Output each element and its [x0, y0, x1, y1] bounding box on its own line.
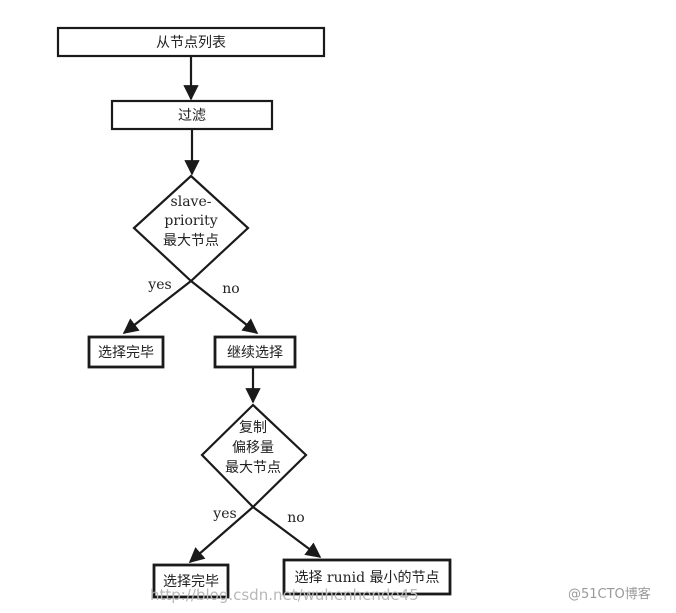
edge-offset-no	[252, 506, 322, 558]
decision-offset-line-1: 复制	[239, 419, 267, 436]
edge-priority-no	[190, 280, 259, 334]
node-select-min-runid-label: 选择 runid 最小的节点	[294, 570, 439, 586]
decision-offset: 复制 偏移量 最大节点	[200, 403, 308, 509]
decision-offset-line-3: 最大节点	[225, 460, 281, 476]
edge-offset-yes	[188, 506, 254, 564]
decision-priority-line-3: 最大节点	[163, 233, 219, 249]
node-continue-select-label: 继续选择	[227, 344, 283, 361]
decision-priority: slave- priority 最大节点	[132, 174, 250, 283]
node-filter: 过滤	[110, 99, 274, 131]
node-select-done-2: 选择完毕	[152, 563, 230, 599]
decision-offset-line-2: 偏移量	[232, 440, 274, 456]
node-start: 从节点列表	[56, 26, 326, 58]
edge-offset-no-label: no	[287, 510, 304, 526]
node-start-label: 从节点列表	[156, 35, 226, 51]
watermark-brand: @51CTO博客	[568, 586, 651, 602]
edge-priority-yes	[122, 280, 192, 334]
decision-priority-line-1: slave-	[171, 194, 212, 210]
node-select-done-1-label: 选择完毕	[98, 345, 154, 361]
node-select-done-1: 选择完毕	[87, 335, 165, 369]
edge-priority-no-label: no	[222, 281, 239, 297]
node-continue-select-box	[213, 335, 297, 369]
decision-priority-line-2: priority	[164, 213, 217, 229]
node-filter-label: 过滤	[178, 108, 206, 124]
node-select-done-1-box	[87, 335, 165, 369]
node-select-min-runid-box	[282, 558, 452, 596]
watermark-url: http://blog.csdn.net/wuhenhende45	[150, 586, 419, 604]
node-select-done-2-label: 选择完毕	[163, 574, 219, 590]
edge-priority-yes-label: yes	[147, 277, 171, 293]
edge-offset-yes-label: yes	[212, 506, 236, 522]
node-select-min-runid: 选择 runid 最小的节点	[282, 558, 452, 596]
node-select-done-2-box	[152, 563, 230, 599]
node-continue-select: 继续选择	[213, 335, 297, 369]
node-filter-box	[110, 99, 274, 131]
